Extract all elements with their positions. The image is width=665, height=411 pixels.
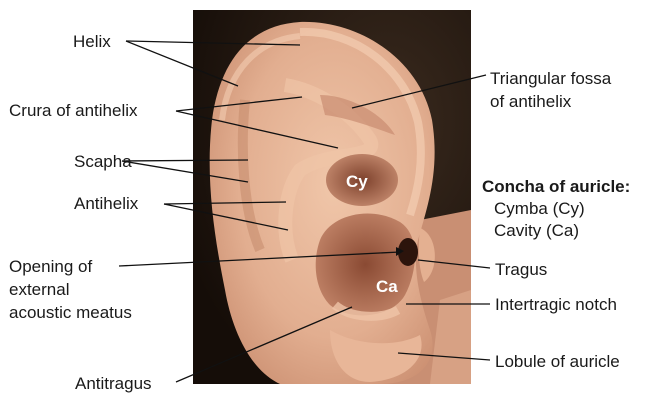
cavity-marker: Ca <box>376 277 398 297</box>
label-triangular-line-1: Triangular fossa <box>490 68 611 89</box>
label-intertragic-notch: Intertragic notch <box>495 294 617 315</box>
label-antihelix: Antihelix <box>74 193 138 214</box>
concha-cavity: Cavity (Ca) <box>494 220 579 241</box>
label-opening-line-2: external <box>9 279 69 300</box>
label-opening-line-1: Opening of <box>9 256 92 277</box>
label-helix: Helix <box>73 31 111 52</box>
label-triangular-line-2: of antihelix <box>490 91 571 112</box>
label-lobule-of-auricle: Lobule of auricle <box>495 351 620 372</box>
label-antitragus: Antitragus <box>75 373 152 394</box>
concha-title: Concha of auricle: <box>482 176 630 197</box>
label-opening-line-3: acoustic meatus <box>9 302 132 323</box>
cymba-marker: Cy <box>346 172 368 192</box>
ear-photo <box>193 10 471 384</box>
label-tragus: Tragus <box>495 259 547 280</box>
label-crura-of-antihelix: Crura of antihelix <box>9 100 138 121</box>
label-scapha: Scapha <box>74 151 132 172</box>
concha-cymba: Cymba (Cy) <box>494 198 585 219</box>
